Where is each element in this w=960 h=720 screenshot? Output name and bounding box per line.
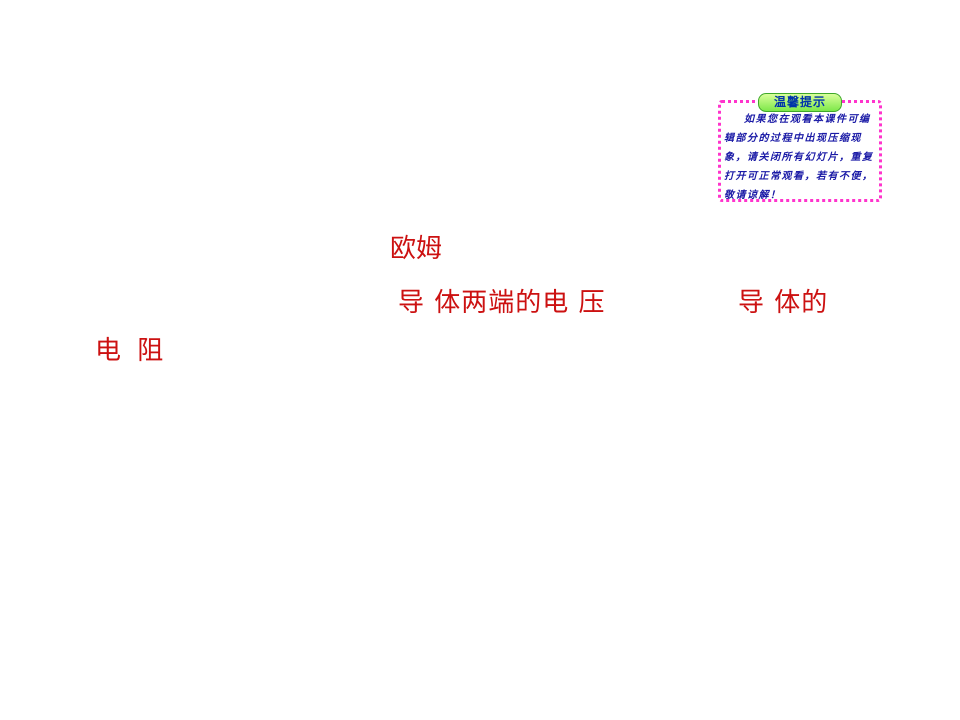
- voltage-phrase: 导 体两端的电 压: [398, 288, 606, 318]
- tip-body: 如果您在观看本课件可编辑部分的过程中出现压缩现象，请关闭所有幻灯片，重复打开可正…: [724, 114, 874, 201]
- resistance-text: 电 阻: [95, 336, 168, 366]
- tip-title: 温馨提示: [758, 93, 842, 112]
- ohm-text: 欧姆: [390, 234, 443, 264]
- conductor-phrase: 导 体的: [738, 288, 829, 318]
